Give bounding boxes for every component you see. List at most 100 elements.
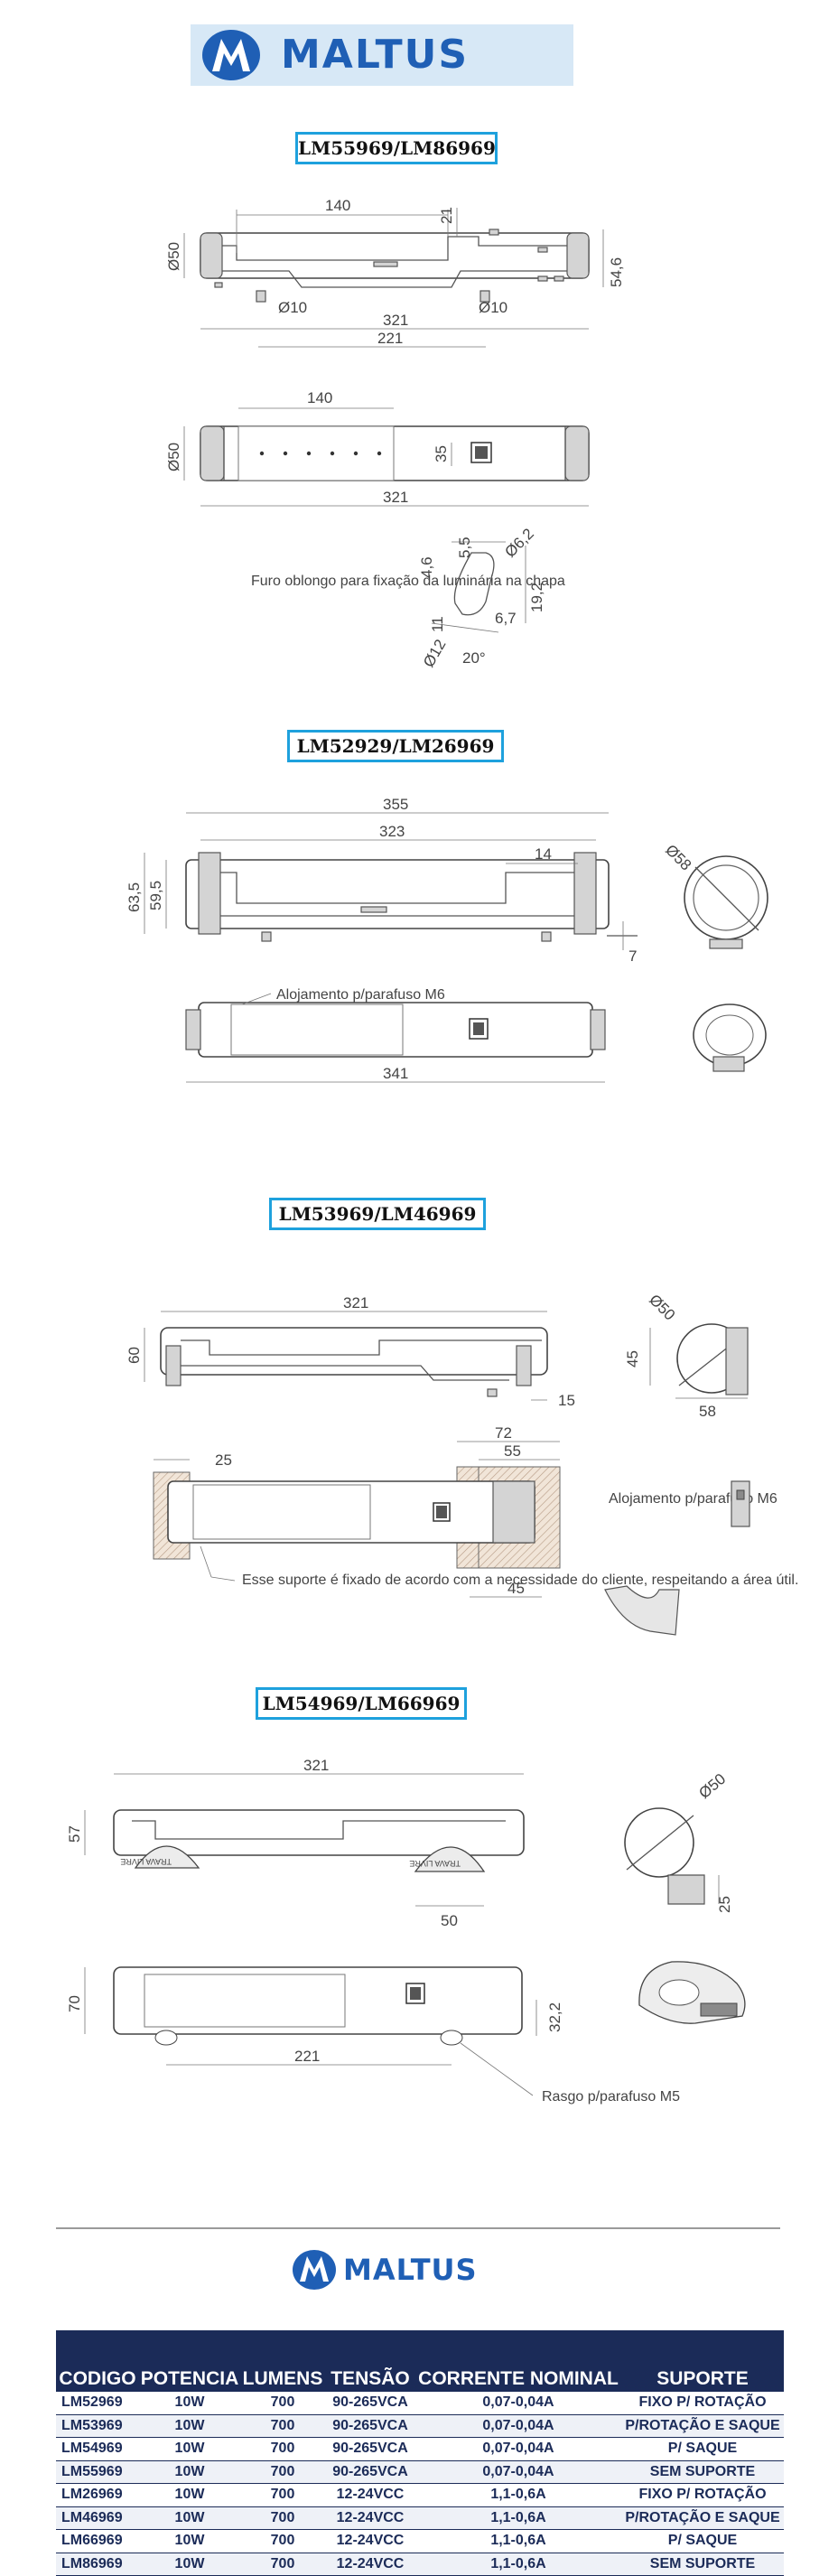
cell-lumens: 700 [240,2506,325,2530]
header-potencia: POTENCIA [140,2368,239,2389]
s1-dim-k: 35 [433,445,450,462]
s1-dim-f: Ø10 [479,299,507,316]
cell-tensao: 90-265VCA [325,2414,415,2438]
s3-dim-g: 25 [215,1451,232,1469]
s3-side-view: 321 60 15 [126,1294,575,1409]
cell-suporte: FIXO P/ ROTAÇÃO [621,2392,784,2415]
cell-potencia: 10W [139,2414,240,2438]
cell-corrente: 0,07-0,04A [415,2437,621,2461]
s4-side-view: TRAVA LIVRE TRAVA LIVRE 321 57 50 [66,1757,525,1929]
s4-dim-c: 50 [441,1912,458,1929]
s2-dim-a: 355 [383,796,408,813]
s3-dim-f: 58 [699,1403,716,1420]
cell-potencia: 10W [139,2529,240,2553]
cell-tensao: 12-24VCC [325,2553,415,2576]
s1-front-view: 140 Ø50 35 321 [165,389,590,507]
maltus-m-logo-icon [202,30,260,80]
header-lumens: LUMENS [242,2368,323,2389]
s3-note2: Esse suporte é fixado de acordo com a ne… [242,1573,798,1588]
s3-dim-j: 45 [507,1580,525,1597]
s3-bracket-3d: Alojamento p/parafuso M6 [604,1480,777,1636]
s1-detail-d3: Ø6,2 [501,525,536,560]
cell-potencia: 10W [139,2460,240,2484]
s1-dim-h: 221 [377,330,403,347]
cell-codigo: LM26969 [56,2483,139,2507]
cell-codigo: LM54969 [56,2437,139,2461]
spec-table: CODIGO POTENCIA LUMENS TENSÃO CORRENTE N… [56,2330,784,2576]
maltus-m-logo-icon-small [293,2250,336,2290]
s4-note: Rasgo p/parafuso M5 [542,2089,680,2105]
cell-corrente: 0,07-0,04A [415,2460,621,2484]
s2-bracket-3d [693,1003,767,1072]
cell-corrente: 0,07-0,04A [415,2392,621,2415]
s1-side-view: 140 21 Ø50 54,6 Ø10 Ø10 321 221 [165,197,625,348]
s2-dim-f: 7 [628,947,637,965]
cell-tensao: 90-265VCA [325,2437,415,2461]
technical-drawings: 140 21 Ø50 54,6 Ø10 Ø10 321 221 140 Ø50 … [66,197,798,2105]
s3-front-view: 25 72 55 45 Esse suporte é fixado de aco… [153,1424,798,1598]
s1-dim-e: Ø10 [278,299,307,316]
cell-suporte: P/ROTAÇÃO E SAQUE [621,2414,784,2438]
cell-tensao: 12-24VCC [325,2483,415,2507]
cell-codigo: LM66969 [56,2529,139,2553]
cell-suporte: P/ROTAÇÃO E SAQUE [621,2506,784,2530]
s4-clip-label-1: TRAVA LIVRE [120,1857,172,1866]
s4-bracket-3d [638,1961,746,2024]
s2-dim-d: 63,5 [126,882,143,912]
cell-corrente: 1,1-0,6A [415,2483,621,2507]
section-2-title: LM52929/LM26969 [287,730,504,762]
s1-detail-d5: 19,2 [528,583,545,612]
section-divider [56,2227,780,2229]
s2-side-view: 355 323 14 63,5 59,5 7 [126,796,638,965]
header-logo: MALTUS [191,24,573,86]
s1-detail-d4: 6,7 [495,610,517,627]
s2-dim-c: 14 [535,845,552,863]
s4-dim-h: 221 [294,2048,320,2065]
cell-lumens: 700 [240,2460,325,2484]
cell-tensao: 12-24VCC [325,2529,415,2553]
cell-potencia: 10W [139,2506,240,2530]
s1-detail-d2: 5,5 [456,537,473,558]
cell-potencia: 10W [139,2553,240,2576]
section-4-title: LM54969/LM66969 [256,1687,467,1720]
cell-lumens: 700 [240,2529,325,2553]
cell-tensao: 90-265VCA [325,2460,415,2484]
s1-dim-g: 321 [383,312,408,329]
s2-dim-h: 341 [383,1065,408,1082]
cell-suporte: FIXO P/ ROTAÇÃO [621,2483,784,2507]
s4-end-view: Ø50 25 [624,1770,733,1913]
s3-end-view: Ø50 45 58 [624,1291,749,1420]
s4-dim-a: 321 [303,1757,329,1774]
s1-detail-d7: Ø12 [420,637,450,670]
s1-dim-i: 140 [307,389,332,406]
section-1-title: LM55969/LM86969 [295,132,498,164]
s1-dim-j: Ø50 [165,443,182,471]
s1-dim-b: 21 [438,207,455,224]
cell-suporte: P/ SAQUE [621,2437,784,2461]
cell-corrente: 1,1-0,6A [415,2506,621,2530]
cell-codigo: LM46969 [56,2506,139,2530]
s1-dim-l: 321 [383,489,408,506]
s2-note: Alojamento p/parafuso M6 [276,987,445,1003]
cell-corrente: 0,07-0,04A [415,2414,621,2438]
s2-dim-b: 323 [379,823,405,840]
cell-codigo: LM52969 [56,2392,139,2415]
footer-brand-name: MALTUS [343,2253,478,2287]
header-suporte: SUPORTE [656,2368,749,2389]
cell-codigo: LM86969 [56,2553,139,2576]
cell-suporte: SEM SUPORTE [621,2553,784,2576]
header-codigo: CODIGO [59,2368,136,2389]
cell-tensao: 12-24VCC [325,2506,415,2530]
s1-dim-a: 140 [325,197,350,214]
s3-dim-b: 60 [126,1347,143,1364]
s4-clip-label-2: TRAVA LIVRE [409,1859,461,1868]
s1-detail-d8: 20° [462,649,486,667]
s2-dim-e: 59,5 [147,881,164,910]
brand-name: MALTUS [281,32,470,78]
